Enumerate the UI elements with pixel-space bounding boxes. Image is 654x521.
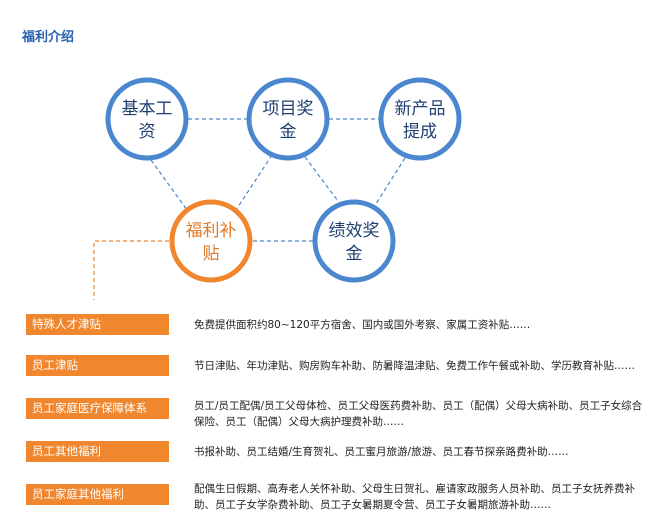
circle-basic-salary-line2: 资 — [139, 122, 156, 142]
circle-new-product-commission: 新产品 提成 — [378, 77, 462, 161]
circle-new-product-line1: 新产品 — [395, 99, 446, 119]
row-label-family-other: 员工家庭其他福利 — [26, 484, 169, 505]
row-desc-other-welfare: 书报补助、员工结婚/生育贺礼、员工蜜月旅游/旅游、员工春节探亲路费补助…… — [194, 446, 569, 458]
circle-performance-line2: 金 — [346, 244, 363, 264]
circle-basic-salary: 基本工 资 — [105, 77, 189, 161]
circle-project-bonus-line2: 金 — [280, 122, 297, 142]
circle-performance-bonus: 绩效奖 金 — [312, 199, 396, 283]
welfare-bracket-line — [93, 240, 169, 300]
circle-welfare-subsidy: 福利补 贴 — [169, 199, 253, 283]
circle-welfare-line1: 福利补 — [186, 221, 237, 241]
circle-project-bonus: 项目奖 金 — [246, 77, 330, 161]
connectors — [150, 118, 406, 242]
welfare-diagram: 基本工 资 项目奖 金 新产品 提成 福利补 贴 绩效奖 金 — [93, 77, 462, 300]
circle-welfare-line2: 贴 — [203, 244, 220, 264]
row-label-employee-allowance: 员工津贴 — [26, 355, 169, 376]
row-label-special-talent: 特殊人才津贴 — [26, 314, 169, 335]
circle-project-bonus-line1: 项目奖 — [263, 99, 314, 119]
row-desc-special-talent: 免费提供面积约80~120平方宿舍、国内或国外考察、家属工资补贴…… — [194, 319, 531, 331]
page-title: 福利介绍 — [22, 30, 75, 45]
connector-project-welfare — [235, 154, 273, 211]
circle-performance-line1: 绩效奖 — [329, 221, 380, 241]
row-desc-employee-allowance: 节日津贴、年功津贴、购房购车补助、防暑降温津贴、免费工作午餐或补助、学历教育补贴… — [194, 360, 635, 372]
row-desc-family-other: 配偶生日假期、高寿老人关怀补助、父母生日贺礼、雇请家政服务人员补助、员工子女抚养… — [194, 483, 635, 511]
row-desc-family-medical: 员工/员工配偶/员工父母体检、员工父母医药费补助、员工（配偶）父母大病补助、员工… — [194, 400, 643, 428]
circle-basic-salary-line1: 基本工 — [122, 99, 173, 119]
circle-new-product-line2: 提成 — [403, 122, 437, 142]
connector-project-performance — [304, 156, 339, 202]
row-label-family-medical: 员工家庭医疗保障体系 — [26, 398, 169, 419]
row-label-other-welfare: 员工其他福利 — [26, 441, 169, 462]
connector-newproduct-performance — [371, 157, 406, 211]
